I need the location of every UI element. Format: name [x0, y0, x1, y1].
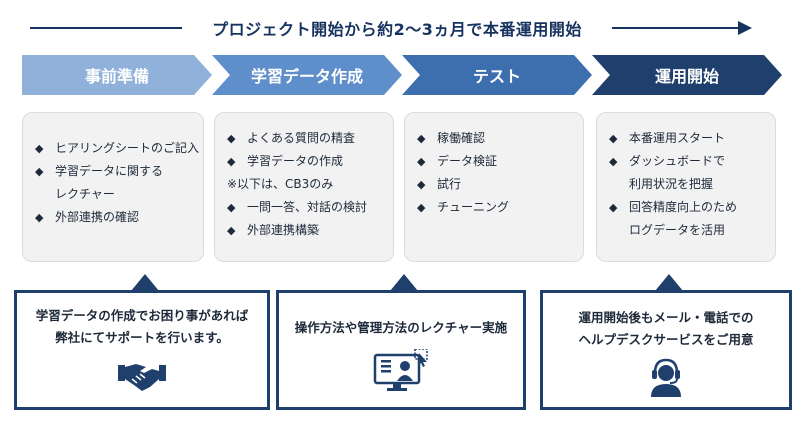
task-box-test: ◆稼働確認 ◆データ検証 ◆試行 ◆チューニング	[404, 112, 584, 262]
pointer-arrow-icon	[390, 274, 418, 291]
diamond-bullet-icon: ◆	[417, 132, 426, 145]
phase-data-creation: 学習データ作成	[212, 55, 402, 95]
pointer-arrow-icon	[655, 274, 683, 291]
task-item-continued: レクチャー	[55, 187, 115, 201]
task-item: ◆チューニング	[417, 196, 577, 219]
phase-preparation: 事前準備	[22, 55, 212, 95]
diamond-bullet-icon: ◆	[35, 142, 44, 155]
diamond-bullet-icon: ◆	[417, 201, 426, 214]
chevron-shape	[22, 55, 212, 95]
handshake-icon	[118, 359, 166, 399]
task-item: ◆一問一答、対話の検討	[227, 196, 387, 219]
support-message: 学習データの作成でお困り事があれば 弊社にてサポートを行います。	[35, 308, 249, 345]
timeline-title: プロジェクト開始から約2～3ヵ月で本番運用開始	[212, 20, 582, 39]
task-item: ◆外部連携の確認	[35, 206, 197, 229]
diamond-bullet-icon: ◆	[417, 178, 426, 191]
diamond-bullet-icon: ◆	[227, 155, 236, 168]
pointer-arrow-icon	[131, 274, 159, 291]
phase-label: テスト	[472, 67, 521, 86]
task-item: ◆学習データに関する	[35, 160, 197, 183]
chevron-shape	[592, 55, 782, 95]
support-box-lecture: 操作方法や管理方法のレクチャー実施	[276, 274, 526, 410]
diamond-bullet-icon: ◆	[609, 155, 618, 168]
phase-operation: 運用開始	[592, 55, 782, 95]
task-item-continued: 利用状況を把握	[629, 177, 714, 191]
diamond-bullet-icon: ◆	[609, 132, 618, 145]
timeline-line-left	[30, 27, 182, 29]
diamond-bullet-icon: ◆	[227, 132, 236, 145]
headset-operator-icon	[646, 355, 686, 401]
task-box-data-creation: ◆よくある質問の精査 ◆学習データの作成 ※以下は、CB3のみ ◆一問一答、対話…	[214, 112, 394, 262]
chevron-shape	[212, 55, 402, 95]
task-note: ※以下は、CB3のみ	[227, 177, 334, 191]
diamond-bullet-icon: ◆	[35, 165, 44, 178]
phase-label: 事前準備	[84, 67, 149, 86]
phase-label: 学習データ作成	[250, 67, 363, 86]
task-item: ◆データ検証	[417, 150, 577, 173]
task-item: ◆ダッシュボードで	[609, 150, 769, 173]
diamond-bullet-icon: ◆	[227, 201, 236, 214]
timeline-line-right	[612, 27, 740, 29]
support-message: 運用開始後もメール・電話での ヘルプデスクサービスをご用意	[578, 310, 754, 347]
diamond-bullet-icon: ◆	[417, 155, 426, 168]
timeline-header: プロジェクト開始から約2～3ヵ月で本番運用開始	[0, 0, 800, 46]
task-item: ◆試行	[417, 173, 577, 196]
support-box-data-creation: 学習データの作成でお困り事があれば 弊社にてサポートを行います。	[14, 274, 270, 410]
task-item: ◆回答精度向上のため	[609, 196, 769, 219]
timeline-arrow-icon	[738, 21, 752, 35]
task-box-operation: ◆本番運用スタート ◆ダッシュボードで 利用状況を把握 ◆回答精度向上のため ロ…	[596, 112, 776, 262]
support-box-helpdesk: 運用開始後もメール・電話での ヘルプデスクサービスをご用意	[540, 274, 792, 410]
task-item-continued: ログデータを活用	[629, 223, 726, 237]
diamond-bullet-icon: ◆	[227, 224, 236, 237]
task-item: ◆稼働確認	[417, 127, 577, 150]
phase-label: 運用開始	[654, 67, 719, 86]
monitor-person-icon	[371, 348, 431, 397]
task-item: ◆外部連携構築	[227, 219, 387, 242]
diamond-bullet-icon: ◆	[35, 211, 44, 224]
phase-test: テスト	[402, 55, 592, 95]
task-item: ◆ヒアリングシートのご記入	[35, 137, 199, 160]
diamond-bullet-icon: ◆	[609, 201, 618, 214]
task-item: ◆よくある質問の精査	[227, 127, 387, 150]
task-item: ◆学習データの作成	[227, 150, 387, 173]
chevron-shape	[402, 55, 592, 95]
task-item: ◆本番運用スタート	[609, 127, 769, 150]
support-message: 操作方法や管理方法のレクチャー実施	[294, 320, 508, 335]
task-box-preparation: ◆ヒアリングシートのご記入 ◆学習データに関する レクチャー ◆外部連携の確認	[22, 112, 204, 262]
